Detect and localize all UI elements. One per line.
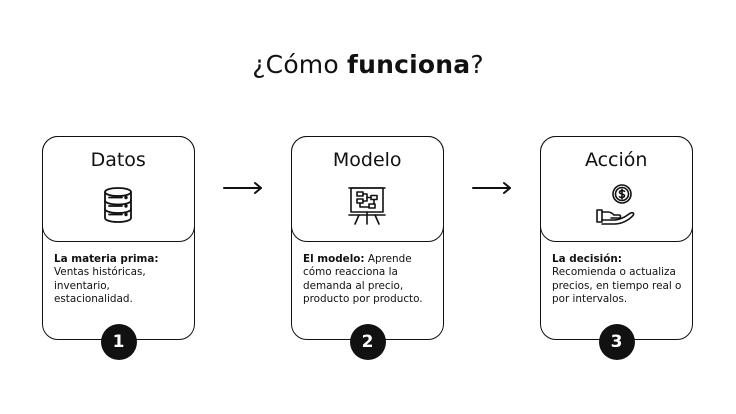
arrow-right-icon bbox=[221, 180, 265, 196]
step-description-text: Ventas históricas, inventario, estaciona… bbox=[54, 266, 146, 306]
arrow-right-icon bbox=[470, 180, 514, 196]
step-number-badge: 3 bbox=[598, 324, 635, 360]
step-description: La materia prima: Ventas históricas, inv… bbox=[54, 253, 190, 307]
step-description-bold: El modelo: bbox=[303, 253, 365, 265]
step-title: Acción bbox=[584, 148, 648, 171]
step-card-datos: Datos La materia prima: Ventas histórica… bbox=[41, 135, 195, 360]
step-card-header: Acción bbox=[539, 135, 693, 242]
step-description: El modelo: Aprende cómo reacciona la dem… bbox=[303, 253, 439, 307]
step-description-bold: La decisión: bbox=[552, 253, 622, 265]
step-card-accion: Acción La decisión: Recomienda o actuali… bbox=[539, 135, 693, 360]
step-description-text: Aprende cómo reacciona la demanda al pre… bbox=[303, 253, 423, 306]
step-number-badge: 1 bbox=[100, 324, 137, 360]
title-suffix: ? bbox=[470, 50, 484, 79]
dollar-hand-icon bbox=[594, 183, 638, 227]
step-title: Modelo bbox=[332, 148, 402, 171]
step-title: Datos bbox=[90, 148, 146, 171]
title-prefix: ¿Cómo bbox=[252, 50, 348, 79]
step-card-header: Datos bbox=[41, 135, 195, 242]
step-description: La decisión: Recomienda o actualiza prec… bbox=[552, 253, 688, 307]
database-icon bbox=[96, 183, 140, 227]
step-description-bold: La materia prima: bbox=[54, 253, 159, 265]
page-title: ¿Cómo funciona? bbox=[0, 50, 736, 79]
step-number-badge: 2 bbox=[349, 324, 386, 360]
step-card-header: Modelo bbox=[290, 135, 444, 242]
step-card-modelo: Modelo El modelo: Aprende cómo reacciona… bbox=[290, 135, 444, 360]
flowchart-presentation-icon bbox=[345, 183, 389, 227]
step-description-text: Recomienda o actualiza precios, en tiemp… bbox=[552, 266, 682, 306]
title-bold: funciona bbox=[347, 50, 471, 79]
